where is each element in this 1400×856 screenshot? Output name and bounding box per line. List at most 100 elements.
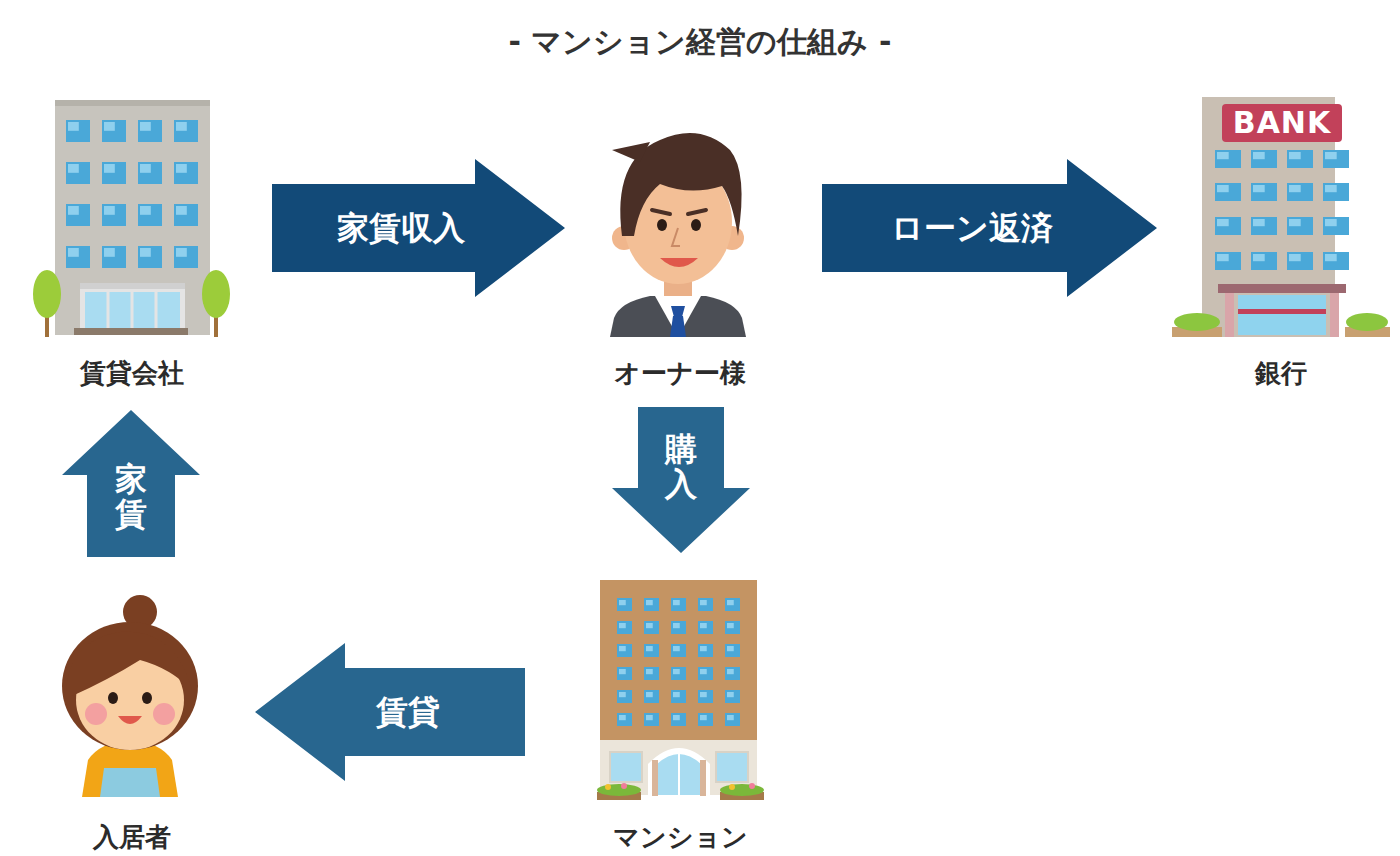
- bank-building-part-part: [1289, 152, 1301, 159]
- mansion-building-part-part: [644, 713, 659, 726]
- mansion-building-part-part: [646, 623, 653, 628]
- bank-building-part: [1346, 313, 1388, 331]
- mansion-building-part-part: [725, 690, 740, 703]
- rental-building-part-part: [68, 122, 79, 131]
- owner-figure: [610, 133, 746, 337]
- mansion-building-part: [600, 580, 757, 742]
- mansion-building-part: [729, 784, 735, 790]
- mansion-building-part: [648, 748, 710, 795]
- bank-building-part: [1238, 295, 1326, 335]
- mansion-building-part-part: [700, 623, 707, 628]
- mansion-building-part-part: [617, 598, 632, 611]
- bank-building-part-part: [1325, 152, 1337, 159]
- rental-building-part-part: [104, 164, 115, 173]
- mansion-building-part-part: [671, 690, 686, 703]
- mansion-building-part-part: [725, 667, 740, 680]
- mansion-building-part-part: [671, 713, 686, 726]
- node-label: 賃貸会社: [20, 357, 244, 389]
- rental-building-part-part: [104, 206, 115, 215]
- bank-building-part-part: [1325, 185, 1337, 192]
- mansion-node: マンション: [590, 575, 770, 853]
- bank-building-part-part: [1323, 183, 1349, 201]
- mansion-building-part-part: [727, 600, 734, 605]
- bank-building-part-part: [1287, 217, 1313, 235]
- bank-building-part-part: [1323, 217, 1349, 235]
- owner-figure-part: [688, 210, 706, 214]
- rental-company-node: 賃貸会社: [20, 95, 244, 389]
- rental-building-part-part: [140, 206, 151, 215]
- bank-building-part-part: [1251, 150, 1277, 168]
- bank-building-part-part: [1323, 150, 1349, 168]
- rental-building-part-part: [176, 122, 187, 131]
- mansion-building-part-part: [673, 669, 680, 674]
- mansion-building-part-part: [617, 667, 632, 680]
- mansion-building-part: [749, 783, 755, 789]
- mansion-building-part-part: [700, 715, 707, 720]
- rental-building-part-part: [138, 120, 162, 142]
- rental-building-part-part: [176, 206, 187, 215]
- bank-building-part-part: [1253, 152, 1265, 159]
- rental-building-part: [202, 270, 230, 318]
- bank-building-part-part: [1217, 152, 1229, 159]
- tenant-figure-part: [100, 768, 160, 797]
- tenant-figure-part: [66, 632, 192, 696]
- mansion-building-part: [600, 740, 757, 795]
- mansion-building-part-part: [617, 621, 632, 634]
- rental-building-part-part: [174, 162, 198, 184]
- rental-building-part: [55, 100, 210, 335]
- mansion-building-part-part: [619, 715, 626, 720]
- mansion-building-part-part: [725, 621, 740, 634]
- mansion-building-part-part: [725, 713, 740, 726]
- bank-building-part-part: [1215, 183, 1241, 201]
- bank-building-part-part: [1251, 252, 1277, 270]
- arrow-label: 購入: [665, 432, 697, 502]
- tenant-figure-part: [142, 692, 152, 704]
- tenant-figure-part: [118, 716, 142, 724]
- rental-building-part: [74, 328, 188, 335]
- rental-building-part: [55, 100, 210, 106]
- rental-building-part-part: [138, 162, 162, 184]
- rental-building-part-part: [102, 204, 126, 226]
- mansion-building-part: [610, 752, 642, 782]
- rental-building-part-part: [102, 120, 126, 142]
- mansion-building-part: [678, 748, 680, 795]
- mansion-building-part: [700, 760, 706, 796]
- tenant-figure-part: [85, 703, 107, 725]
- bank-building-part-part: [1253, 254, 1265, 261]
- mansion-building-part-part: [644, 598, 659, 611]
- node-label: オーナー様: [590, 357, 770, 389]
- bank-building-part-part: [1217, 254, 1229, 261]
- bank-building-part-part: [1217, 219, 1229, 226]
- bank-building-part-part: [1323, 252, 1349, 270]
- mansion-building-part: [605, 784, 611, 790]
- bank-building-part: [1238, 309, 1326, 314]
- rental-building-part-part: [104, 248, 115, 257]
- owner-node: オーナー様: [590, 120, 770, 389]
- bank-building-part-part: [1215, 150, 1241, 168]
- mansion-building-part-part: [619, 692, 626, 697]
- bank-building-part-part: [1325, 254, 1337, 261]
- mansion-building-part-part: [725, 598, 740, 611]
- owner-figure-part: [671, 306, 685, 317]
- bank-building-part: [1222, 104, 1342, 142]
- mansion-building-part-part: [619, 600, 626, 605]
- bank-building-part-part: [1289, 219, 1301, 226]
- rental-building-part: [80, 283, 185, 330]
- bank-building-part-part: [1215, 252, 1241, 270]
- mansion-building-part-part: [673, 692, 680, 697]
- rental-building-part-part: [140, 122, 151, 131]
- arrow-label: 家賃: [115, 461, 147, 531]
- owner-figure-part: [672, 228, 680, 246]
- rental-building-part-part: [66, 246, 90, 268]
- tenant-figure-part: [153, 703, 175, 725]
- arrow-label: 家賃収入: [337, 210, 465, 246]
- block-arrow: [255, 643, 525, 781]
- owner-figure-part: [610, 296, 746, 337]
- bank-building-part-part: [1325, 219, 1337, 226]
- mansion-building-part-part: [646, 715, 653, 720]
- rental-building-part: [80, 283, 185, 289]
- rental-building-part: [131, 292, 134, 330]
- block-arrow: [62, 410, 200, 557]
- arrow-label: ローン返済: [891, 210, 1053, 246]
